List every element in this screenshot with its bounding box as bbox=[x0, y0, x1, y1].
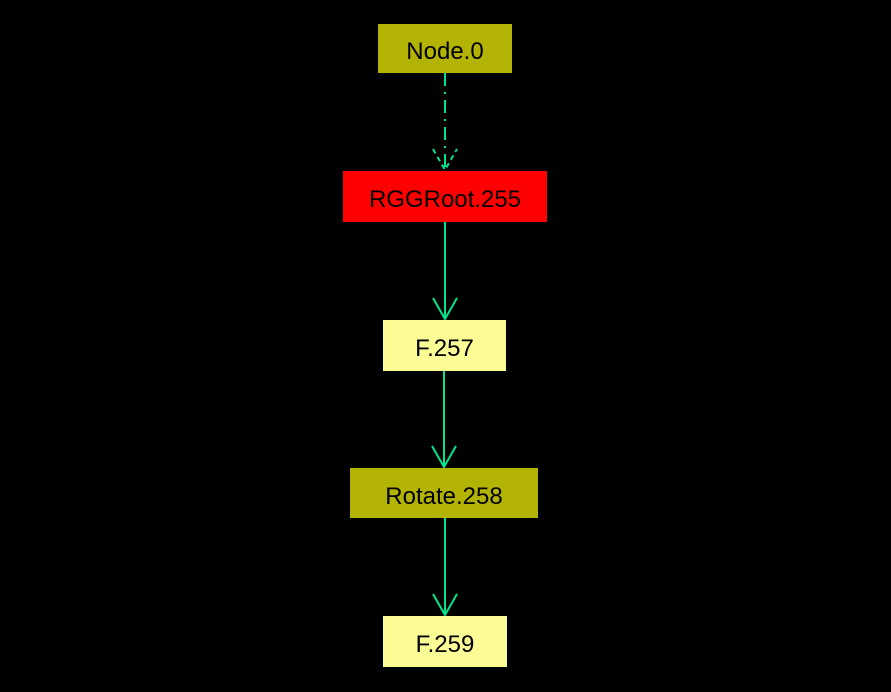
graph-node-rotate-258[interactable]: Rotate.258 bbox=[350, 468, 538, 518]
arrowhead-icon bbox=[432, 593, 458, 618]
graph-node-label: Node.0 bbox=[406, 38, 484, 65]
graph-node-label: RGGRoot.255 bbox=[368, 186, 522, 213]
arrowhead-icon bbox=[431, 445, 457, 470]
arrowhead-icon bbox=[432, 148, 458, 173]
arrowhead-icon bbox=[432, 297, 458, 322]
graph-node-label: Rotate.258 bbox=[385, 482, 503, 510]
graph-node-rggroot-255[interactable]: RGGRoot.255 bbox=[343, 171, 547, 222]
graph-node-node-0[interactable]: Node.0 bbox=[378, 24, 512, 73]
graph-node-f-257[interactable]: F.257 bbox=[383, 320, 506, 371]
graph-node-f-259[interactable]: F.259 bbox=[383, 616, 507, 667]
graph-node-label: F.257 bbox=[415, 335, 474, 362]
graph-node-label: F.259 bbox=[415, 631, 475, 658]
